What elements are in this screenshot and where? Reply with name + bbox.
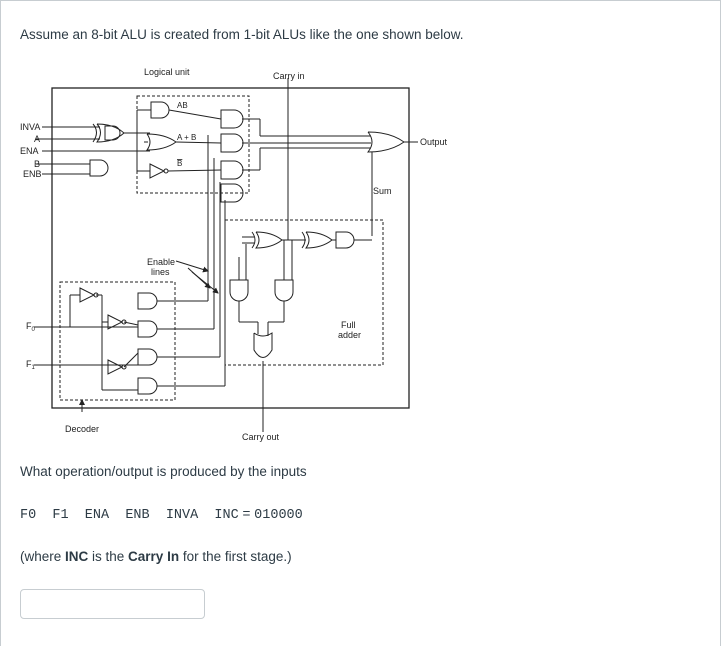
alu-circuit-diagram: Logical unit Carry in AB A + B B INVA A … bbox=[20, 67, 448, 442]
adder-and-gate-1 bbox=[229, 279, 249, 302]
decoder-not-gate-1 bbox=[79, 287, 96, 303]
inputs-signal-names: F0 F1 ENA ENB INVA INC bbox=[20, 508, 239, 523]
where-text-close: for the first stage.) bbox=[179, 549, 292, 564]
answer-input[interactable] bbox=[20, 589, 205, 619]
question-intro: Assume an 8-bit ALU is created from 1-bi… bbox=[20, 27, 464, 42]
label-b: B bbox=[34, 159, 40, 169]
question-inputs-line: F0 F1 ENA ENB INVA INC = 010000 bbox=[20, 506, 303, 523]
output-or-gate bbox=[366, 131, 405, 153]
label-ab: AB bbox=[177, 101, 188, 110]
question-where-note: (where INC is the Carry In for the first… bbox=[20, 549, 292, 564]
and-ab-gate bbox=[150, 101, 170, 119]
not-b-gate bbox=[149, 163, 166, 179]
enable-and-gate-1 bbox=[220, 109, 244, 129]
decoder-and-gate-4 bbox=[137, 377, 158, 395]
alu-outer-box bbox=[51, 87, 410, 409]
decoder-box bbox=[59, 281, 176, 401]
label-a-plus-b: A + B bbox=[177, 133, 196, 142]
label-f1: F1 bbox=[26, 359, 36, 371]
or-a-plus-b-gate bbox=[146, 133, 177, 151]
label-enb: ENB bbox=[23, 169, 42, 179]
label-a: A bbox=[34, 134, 40, 144]
where-text-open: (where bbox=[20, 549, 66, 564]
enable-and-gate-2 bbox=[220, 133, 244, 153]
logical-unit-box bbox=[136, 95, 250, 194]
label-output: Output bbox=[420, 137, 448, 147]
adder-xor-gate-2 bbox=[301, 231, 333, 249]
label-enable-line2: lines bbox=[151, 267, 170, 277]
label-sum: Sum bbox=[373, 186, 392, 196]
label-ena: ENA bbox=[20, 146, 39, 156]
inputs-value: 010000 bbox=[254, 508, 303, 523]
decoder-and-gate-3 bbox=[137, 348, 158, 366]
label-inva: INVA bbox=[20, 122, 40, 132]
panel-left-border bbox=[0, 0, 1, 646]
ena-and-gate bbox=[104, 125, 121, 141]
label-decoder: Decoder bbox=[65, 424, 99, 434]
where-inc: INC bbox=[65, 549, 89, 564]
label-f0: F0 bbox=[26, 321, 36, 333]
enable-and-gate-4 bbox=[220, 183, 244, 203]
where-carry-in: Carry In bbox=[128, 549, 180, 564]
inputs-equals: = bbox=[238, 506, 255, 521]
adder-and-gate-2 bbox=[274, 279, 294, 302]
decoder-and-gate-2 bbox=[137, 320, 158, 338]
label-full-line1: Full bbox=[341, 320, 356, 330]
question-operation-prompt: What operation/output is produced by the… bbox=[20, 464, 307, 479]
label-full-line2: adder bbox=[338, 330, 361, 340]
label-b-bar: B bbox=[177, 159, 182, 168]
adder-or-gate-carry bbox=[253, 332, 273, 358]
label-logical-unit: Logical unit bbox=[144, 67, 190, 77]
decoder-not-gate-3 bbox=[107, 359, 124, 375]
adder-xor-gate-1 bbox=[251, 231, 283, 249]
enb-and-gate bbox=[89, 159, 109, 177]
label-carry-out: Carry out bbox=[242, 432, 280, 442]
enable-and-gate-3 bbox=[220, 160, 244, 180]
adder-and-gate-sum bbox=[335, 231, 355, 249]
label-carry-in: Carry in bbox=[273, 71, 305, 81]
label-enable-line1: Enable bbox=[147, 257, 175, 267]
decoder-and-gate-1 bbox=[137, 292, 158, 310]
full-adder-box bbox=[224, 219, 384, 366]
panel-top-border bbox=[0, 0, 721, 1]
where-text-mid: is the bbox=[88, 549, 129, 564]
